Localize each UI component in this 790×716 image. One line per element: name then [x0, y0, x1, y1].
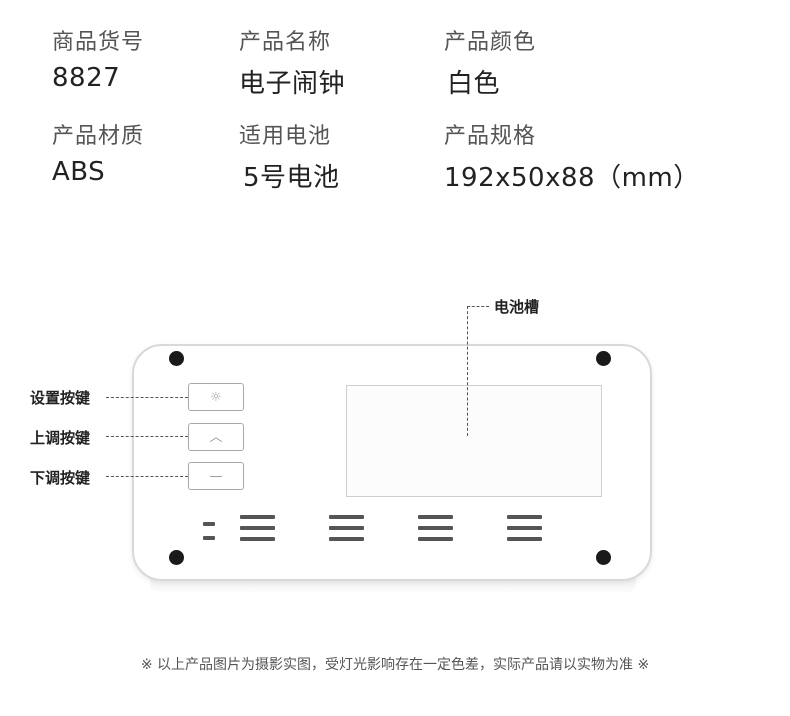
vent-line	[507, 526, 542, 530]
settings-button-label: 设置按键	[30, 389, 91, 407]
vent-line	[507, 537, 542, 541]
footer-disclaimer: ※ 以上产品图片为摄影实图，受灯光影响存在一定色差，实际产品请以实物为准 ※	[140, 657, 650, 673]
spec-value-material: ABS	[52, 157, 106, 187]
screw-bottom-left	[169, 550, 184, 565]
vent-line	[507, 515, 542, 519]
spec-label-size: 产品规格	[444, 124, 537, 149]
vent-line	[240, 526, 275, 530]
vent-line	[418, 526, 453, 530]
vent-line	[329, 526, 364, 530]
vent-line	[329, 537, 364, 541]
up-button-leader	[106, 436, 188, 437]
spec-label-battery: 适用电池	[239, 124, 332, 149]
screw-top-right	[596, 351, 611, 366]
vent-line	[203, 536, 215, 540]
spec-value-product-name: 电子闹钟	[239, 69, 346, 99]
vent-line	[240, 537, 275, 541]
spec-label-material: 产品材质	[52, 124, 145, 149]
down-button-label: 下调按键	[30, 469, 91, 487]
down-button[interactable]: —	[188, 462, 244, 490]
battery-slot-leader-h	[467, 306, 489, 307]
minus-icon: —	[209, 468, 223, 484]
settings-button-leader	[106, 397, 188, 398]
vent-line	[329, 515, 364, 519]
battery-slot	[346, 385, 602, 497]
spec-value-item-number: 8827	[52, 63, 121, 93]
sun-icon: ☼	[210, 389, 222, 405]
screw-top-left	[169, 351, 184, 366]
spec-value-size: 192x50x88（mm）	[444, 163, 700, 193]
caret-up-icon: ︿	[209, 429, 223, 445]
battery-slot-leader-v	[467, 306, 468, 436]
battery-slot-label: 电池槽	[494, 298, 540, 316]
down-button-leader	[106, 476, 188, 477]
spec-label-color: 产品颜色	[444, 30, 537, 55]
vent-line	[240, 515, 275, 519]
up-button[interactable]: ︿	[188, 423, 244, 451]
spec-value-battery: 5号电池	[243, 163, 340, 193]
spec-value-color: 白色	[447, 69, 501, 99]
spec-label-item-number: 商品货号	[52, 30, 145, 55]
settings-button[interactable]: ☼	[188, 383, 244, 411]
vent-line	[418, 515, 453, 519]
vent-line	[203, 522, 215, 526]
vent-line	[418, 537, 453, 541]
device-base	[150, 578, 636, 592]
up-button-label: 上调按键	[30, 429, 91, 447]
spec-label-product-name: 产品名称	[239, 30, 332, 55]
screw-bottom-right	[596, 550, 611, 565]
